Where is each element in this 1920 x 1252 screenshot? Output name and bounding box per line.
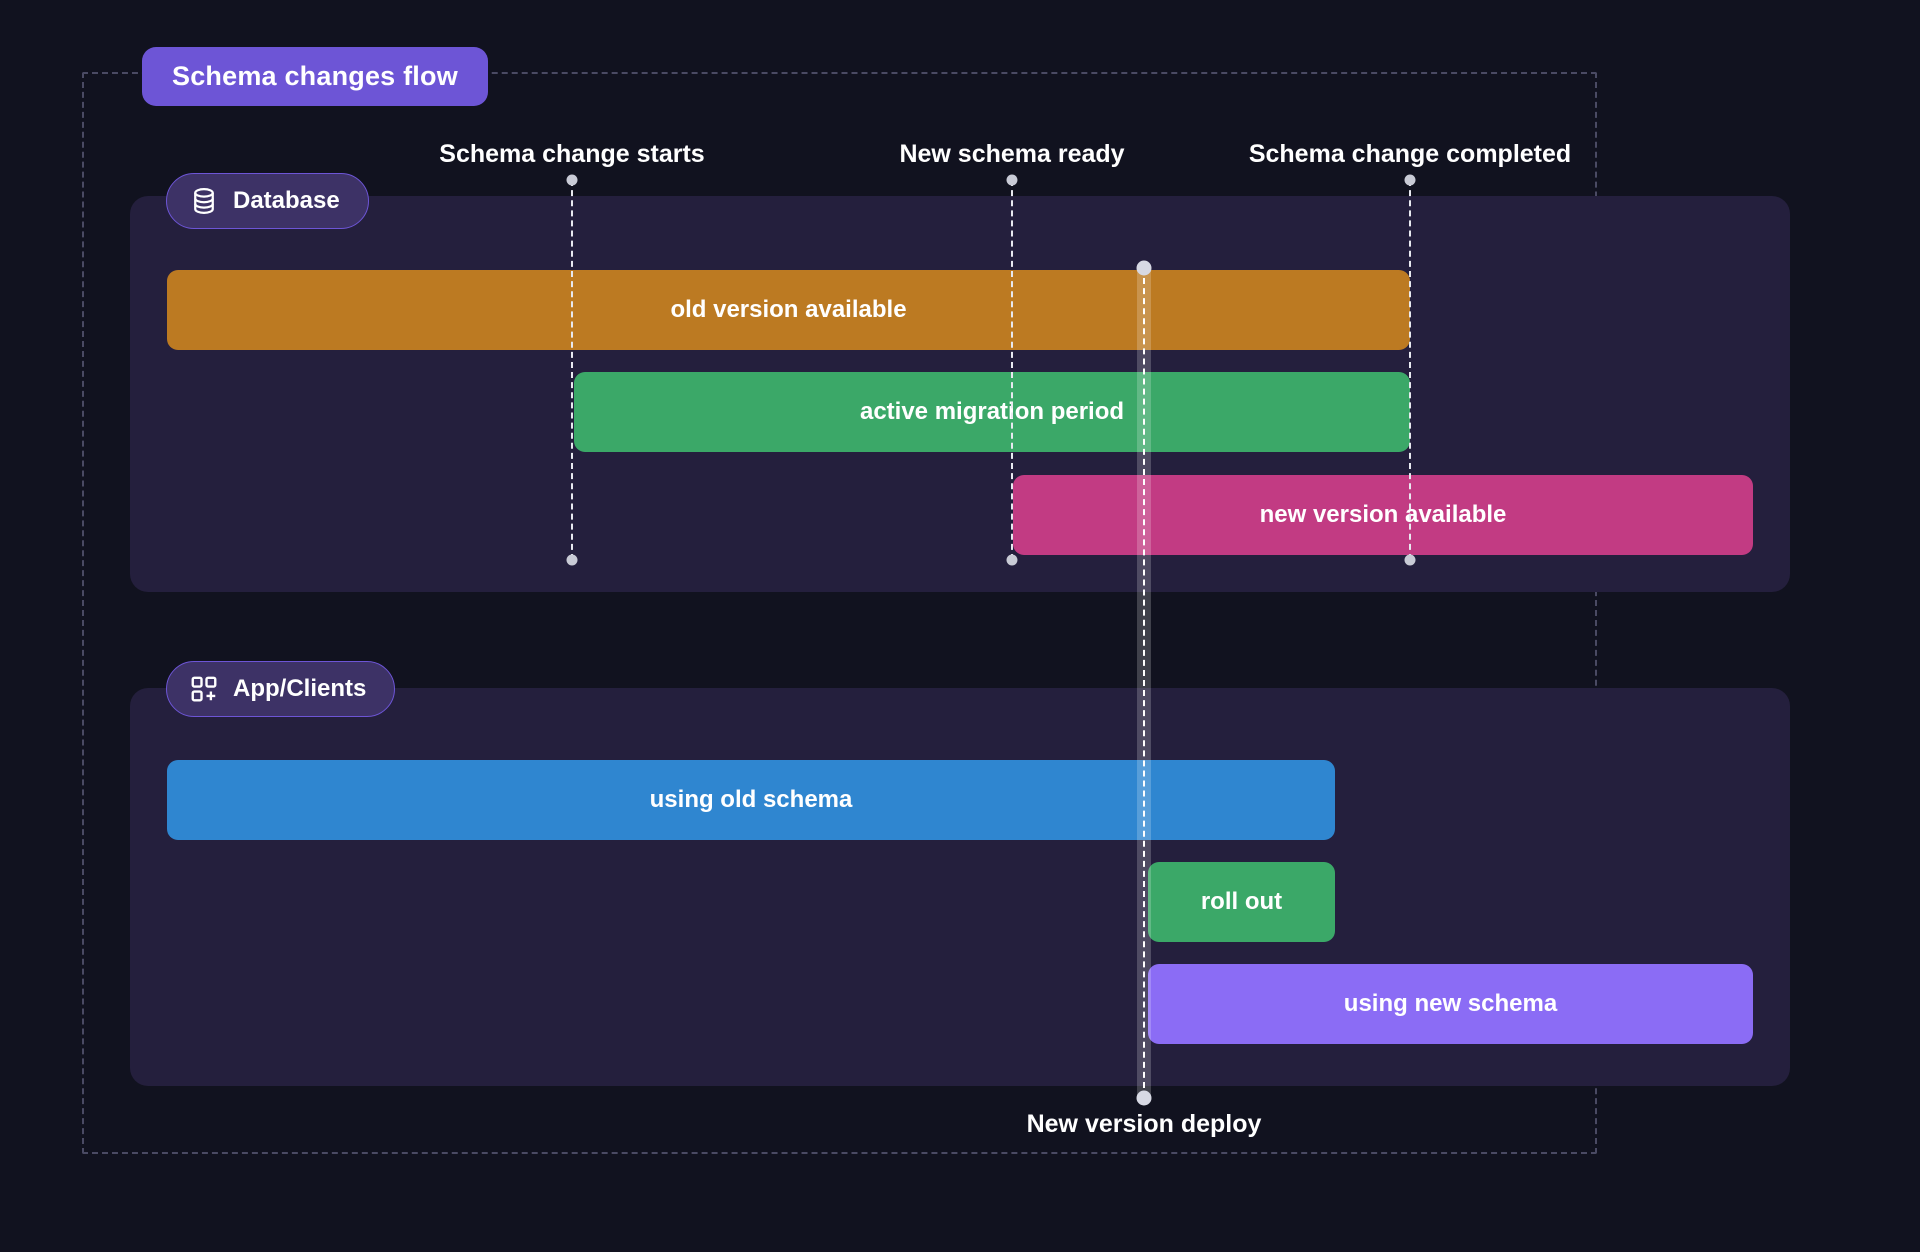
deploy-guide-line — [1143, 268, 1145, 1098]
bar-roll-out-label: roll out — [1200, 888, 1283, 915]
diagram-frame — [82, 72, 1597, 1154]
milestone-dot-top-schema-change-starts — [566, 174, 578, 186]
milestone-label-schema-change-starts: Schema change starts — [439, 140, 705, 168]
guide-line-schema-change-completed — [1409, 180, 1411, 560]
milestone-label-new-version-deploy: New version deploy — [1026, 1110, 1262, 1138]
deploy-dot-bottom — [1136, 1090, 1152, 1106]
guide-line-schema-change-starts — [571, 180, 573, 560]
milestone-label-new-schema-ready: New schema ready — [899, 140, 1125, 168]
bar-old-version-available-label: old version available — [670, 296, 907, 323]
app-grid-plus-icon — [189, 674, 219, 704]
bar-old-version-available[interactable]: old version available — [167, 270, 1410, 350]
milestone-dot-bottom-schema-change-starts — [566, 554, 578, 566]
bar-new-version-available[interactable]: new version available — [1013, 475, 1753, 555]
bar-using-old-schema-label: using old schema — [649, 786, 853, 813]
lane-chip-database-label: Database — [233, 187, 340, 214]
milestone-dot-top-schema-change-completed — [1404, 174, 1416, 186]
lane-chip-app-clients[interactable]: App/Clients — [166, 661, 396, 717]
guide-line-new-schema-ready — [1011, 180, 1013, 560]
milestone-dot-bottom-schema-change-completed — [1404, 554, 1416, 566]
lane-chip-app-clients-label: App/Clients — [233, 675, 367, 702]
milestone-dot-bottom-new-schema-ready — [1006, 554, 1018, 566]
lane-chip-database[interactable]: Database — [166, 173, 369, 229]
bar-active-migration-period-label: active migration period — [859, 398, 1125, 425]
bar-using-new-schema-label: using new schema — [1343, 990, 1558, 1017]
milestone-label-schema-change-completed: Schema change completed — [1248, 140, 1572, 168]
bar-using-old-schema[interactable]: using old schema — [167, 760, 1335, 840]
milestone-dot-top-new-schema-ready — [1006, 174, 1018, 186]
bar-new-version-available-label: new version available — [1259, 501, 1507, 528]
bar-using-new-schema[interactable]: using new schema — [1148, 964, 1753, 1044]
database-icon — [189, 186, 219, 216]
deploy-dot-top — [1136, 260, 1152, 276]
bar-roll-out[interactable]: roll out — [1148, 862, 1335, 942]
bar-active-migration-period[interactable]: active migration period — [574, 372, 1410, 452]
diagram-title-chip: Schema changes flow — [142, 47, 488, 106]
